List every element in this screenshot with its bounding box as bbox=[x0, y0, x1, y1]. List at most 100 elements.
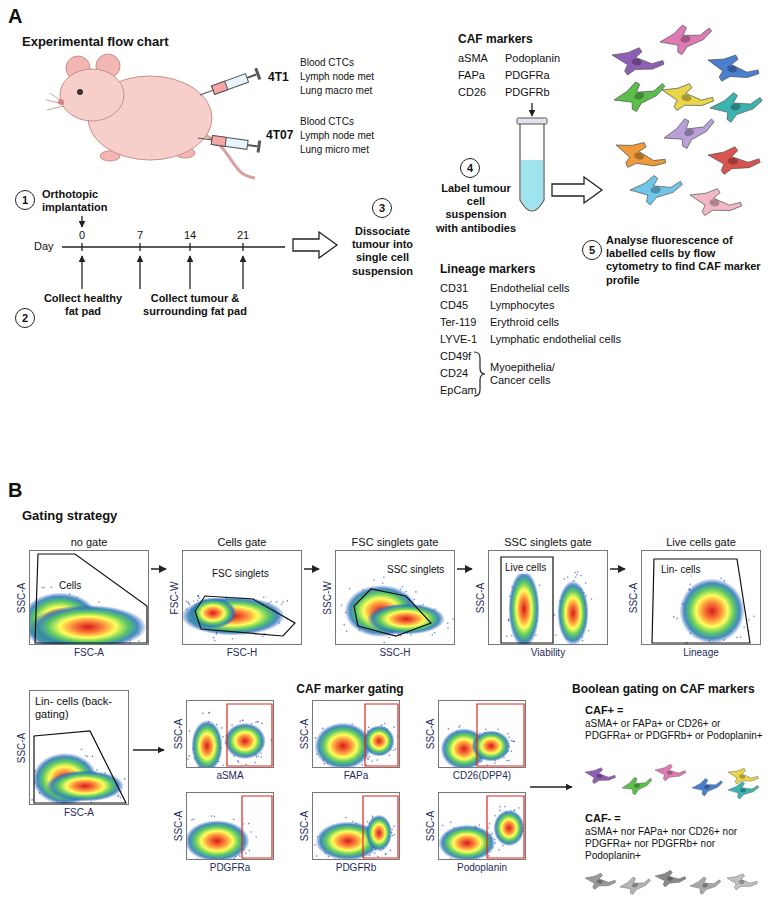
axis-label: FSC-A bbox=[29, 646, 149, 659]
density-blob bbox=[30, 605, 147, 645]
caf-cells-illustration-part bbox=[706, 143, 762, 179]
day-number: 14 bbox=[180, 229, 200, 242]
event-dot bbox=[374, 853, 376, 855]
syringe-part bbox=[200, 90, 213, 95]
event-dot bbox=[208, 712, 210, 714]
caf-cells-illustration-part bbox=[704, 49, 762, 91]
event-dot bbox=[506, 635, 508, 637]
event-dot bbox=[506, 760, 508, 762]
event-dot bbox=[346, 630, 348, 632]
test-tube-part bbox=[517, 118, 547, 124]
flow-plot: FSC singletsCells gateFSC-WFSC-H bbox=[168, 535, 302, 660]
flow-plot: SSC-APodoplanin bbox=[424, 792, 526, 875]
metastasis-note: Blood CTCs bbox=[300, 57, 354, 69]
timeline-part bbox=[189, 256, 190, 289]
event-dot bbox=[591, 598, 593, 600]
caf-cells-illustration-part bbox=[658, 78, 716, 117]
marker-arrow bbox=[531, 103, 532, 116]
marker-name: FAPa bbox=[458, 69, 485, 82]
event-dot bbox=[390, 850, 392, 852]
event-dot bbox=[450, 821, 452, 823]
plot-area bbox=[438, 700, 526, 768]
event-dot bbox=[514, 809, 516, 811]
event-dot bbox=[255, 722, 257, 724]
timeline-part bbox=[81, 243, 82, 251]
event-dot bbox=[525, 834, 526, 836]
group-heading: CAF marker gating bbox=[270, 682, 430, 696]
event-dot bbox=[511, 635, 513, 637]
event-dot bbox=[512, 740, 514, 742]
gate-arrow bbox=[304, 568, 319, 570]
event-dot bbox=[736, 637, 738, 639]
event-dot bbox=[585, 582, 587, 584]
event-dot bbox=[250, 831, 252, 833]
density-blob bbox=[493, 810, 524, 846]
event-dot bbox=[393, 834, 395, 836]
marker-name: Podoplanin bbox=[505, 52, 560, 65]
gate-title: SSC singlets gate bbox=[488, 535, 608, 549]
gate-outline bbox=[652, 559, 750, 643]
event-dot bbox=[42, 587, 44, 589]
panel-heading: Gating strategy bbox=[22, 508, 117, 524]
event-dot bbox=[232, 638, 234, 640]
axis-label: Podoplanin bbox=[438, 861, 526, 874]
event-dot bbox=[576, 574, 578, 576]
step-text: Label tumour cell suspension with antibo… bbox=[435, 182, 517, 235]
event-dot bbox=[447, 627, 449, 629]
group-heading: CAF markers bbox=[458, 32, 533, 46]
event-dot bbox=[385, 854, 387, 856]
metastasis-note: Lung macro met bbox=[300, 85, 372, 97]
timeline-part bbox=[242, 243, 243, 251]
marker-gate bbox=[365, 704, 398, 766]
event-dot bbox=[499, 806, 501, 808]
axis-label: SSC-W bbox=[322, 581, 334, 614]
axis-label: PDGFRb bbox=[312, 861, 400, 874]
gate-label: SSC singlets bbox=[386, 563, 445, 576]
event-dot bbox=[588, 630, 590, 632]
event-dot bbox=[263, 596, 265, 598]
event-dot bbox=[233, 819, 235, 821]
plot-area: FSC singlets bbox=[182, 550, 302, 645]
mouse-illustration-part bbox=[60, 69, 124, 121]
axis-label: SSC-A bbox=[16, 582, 28, 613]
event-dot bbox=[237, 760, 239, 762]
gating-arrow bbox=[133, 749, 164, 751]
event-dot bbox=[690, 584, 692, 586]
marker-name: CD31 bbox=[440, 282, 468, 295]
event-dot bbox=[43, 587, 45, 589]
event-dot bbox=[214, 640, 216, 642]
event-dot bbox=[410, 634, 412, 636]
event-dot bbox=[382, 582, 384, 584]
event-dot bbox=[270, 601, 272, 603]
marker-name: CD49f bbox=[440, 350, 471, 363]
event-dot bbox=[450, 858, 452, 860]
event-dot bbox=[580, 575, 582, 577]
syringe-part bbox=[212, 81, 228, 94]
event-dot bbox=[239, 720, 241, 722]
event-dot bbox=[381, 724, 383, 726]
event-dot bbox=[367, 821, 369, 823]
event-dot bbox=[554, 614, 556, 616]
mouse-illustration-part bbox=[46, 93, 64, 110]
step-circle: 4 bbox=[460, 158, 480, 178]
caf-positive-cells-part bbox=[691, 776, 724, 798]
gate-title: FSC singlets gate bbox=[335, 535, 455, 549]
density-blob bbox=[190, 597, 237, 628]
event-dot bbox=[497, 728, 499, 730]
caf-cells-illustration-part bbox=[611, 75, 669, 117]
density-plot bbox=[187, 701, 274, 768]
event-dot bbox=[507, 733, 509, 735]
gating-arrow bbox=[530, 786, 572, 788]
syringe-part bbox=[254, 68, 261, 80]
axis-label: FAPa bbox=[312, 769, 400, 782]
marker-name: Ter-119 bbox=[440, 316, 476, 329]
panel-letter: A bbox=[8, 4, 22, 28]
gate-label: Cells bbox=[58, 579, 82, 592]
gate-outline bbox=[35, 554, 147, 643]
event-dot bbox=[193, 819, 195, 821]
event-dot bbox=[188, 755, 190, 757]
event-dot bbox=[488, 855, 490, 857]
syringe-part bbox=[248, 145, 258, 146]
density-plot bbox=[183, 551, 302, 645]
